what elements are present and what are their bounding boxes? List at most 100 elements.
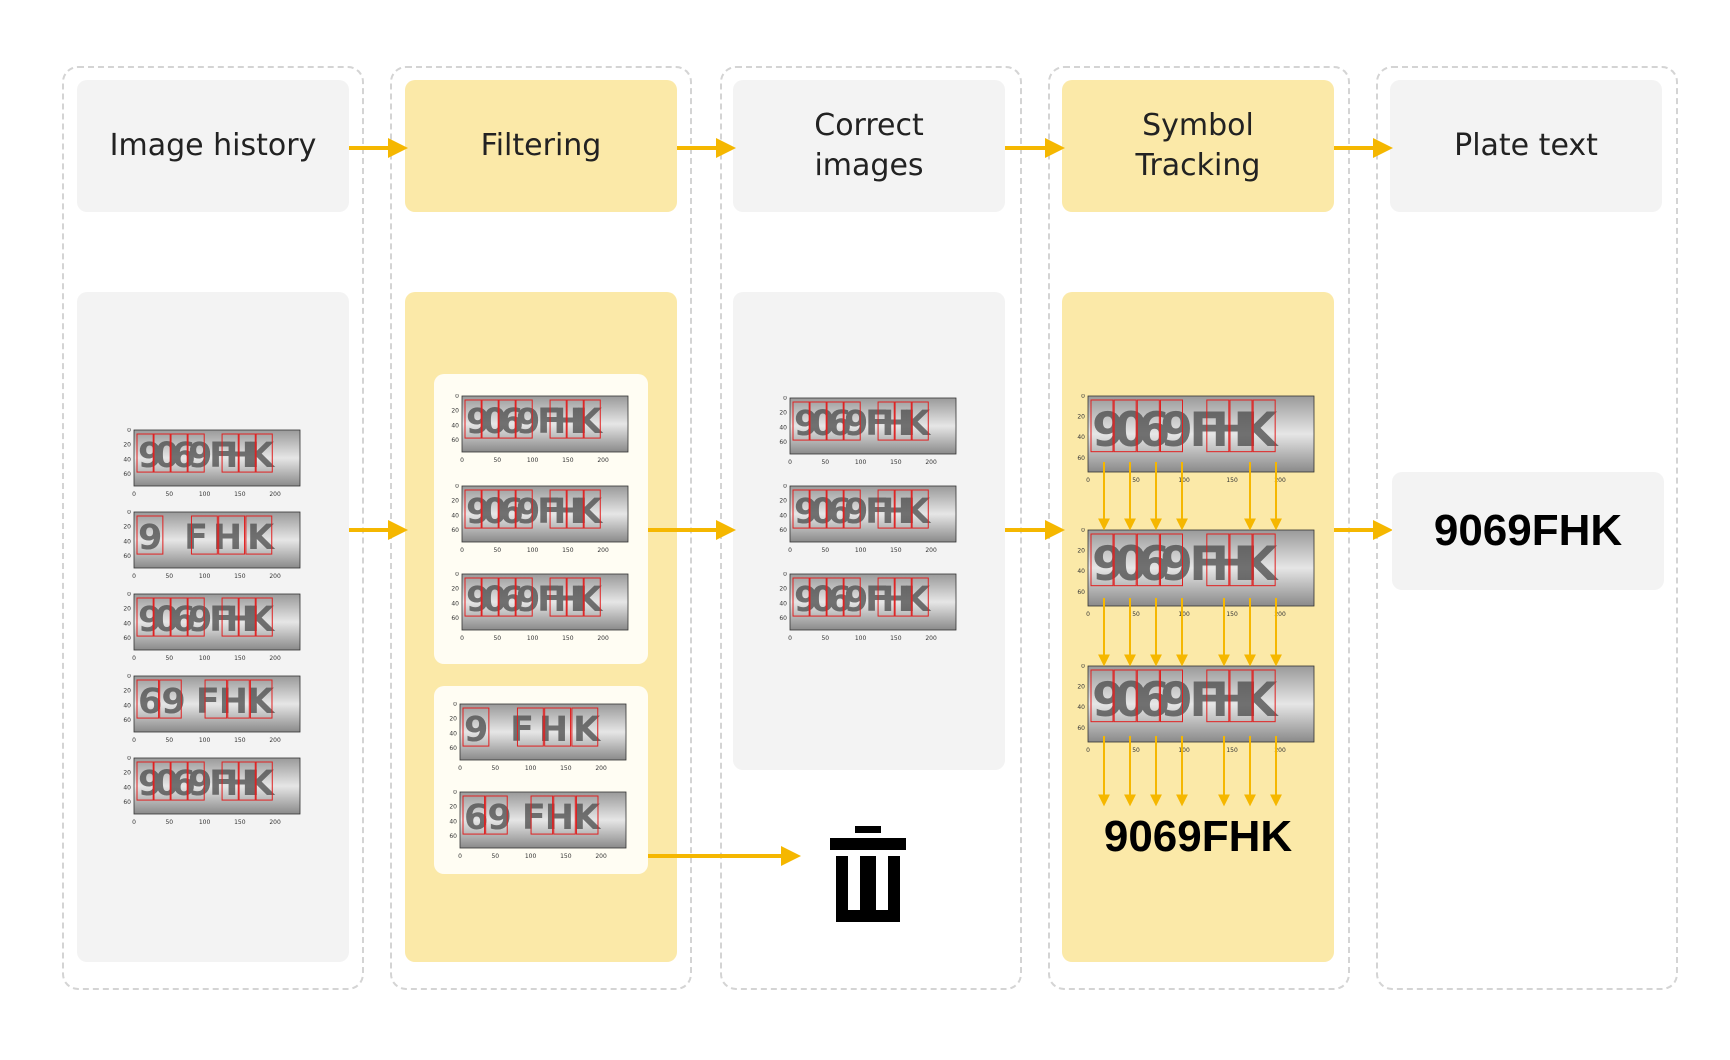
x-tick-label: 50 <box>491 853 499 860</box>
x-tick-label: 100 <box>199 655 211 662</box>
character-box <box>1159 669 1184 723</box>
y-tick-label: 20 <box>779 410 787 417</box>
character-box <box>566 577 584 617</box>
character-box <box>911 489 929 529</box>
character-box <box>1136 399 1160 453</box>
character-box <box>553 795 576 835</box>
stage-header-symbol-tracking: Symbol Tracking <box>1062 80 1334 212</box>
character-box <box>249 679 273 719</box>
x-tick-label: 200 <box>269 573 281 580</box>
x-tick-label: 150 <box>562 547 574 554</box>
x-tick-label: 200 <box>1274 747 1286 754</box>
x-tick-label: 200 <box>597 457 609 464</box>
character-box <box>221 597 239 637</box>
character-box <box>221 761 239 801</box>
x-tick-label: 0 <box>460 635 464 642</box>
y-tick-label: 0 <box>783 396 787 402</box>
y-tick-label: 0 <box>127 510 131 516</box>
y-tick-label: 60 <box>1077 725 1085 732</box>
stage-header-filtering: Filtering <box>405 80 677 212</box>
y-tick-label: 40 <box>449 730 457 737</box>
x-tick-label: 100 <box>527 457 539 464</box>
character-box <box>1090 399 1114 453</box>
y-tick-label: 20 <box>779 498 787 505</box>
character-box <box>549 577 567 617</box>
y-tick-label: 40 <box>1077 568 1085 575</box>
plate-image <box>1087 529 1315 607</box>
y-tick-label: 0 <box>127 428 131 434</box>
plate-characters: 9069 FHK <box>138 764 276 804</box>
x-tick-label: 0 <box>132 737 136 744</box>
y-tick-label: 20 <box>123 524 131 531</box>
x-tick-label: 0 <box>1086 611 1090 618</box>
x-tick-label: 150 <box>234 655 246 662</box>
x-tick-label: 150 <box>890 459 902 466</box>
y-tick-label: 0 <box>455 484 459 490</box>
character-box <box>515 399 533 439</box>
x-tick-label: 200 <box>925 547 937 554</box>
character-box <box>481 399 499 439</box>
y-tick-label: 20 <box>451 408 459 415</box>
character-box <box>187 761 205 801</box>
y-tick-label: 20 <box>1077 548 1085 555</box>
y-tick-label: 40 <box>779 512 787 519</box>
x-tick-label: 50 <box>821 459 829 466</box>
character-box <box>1229 533 1253 587</box>
character-box <box>221 433 239 473</box>
x-tick-label: 150 <box>562 635 574 642</box>
plate-characters: 9069 FHK <box>794 492 932 532</box>
plate-characters: 9069 FHK <box>138 600 276 640</box>
x-tick-label: 100 <box>199 737 211 744</box>
character-box <box>153 433 171 473</box>
x-tick-label: 150 <box>1226 611 1238 618</box>
character-box <box>792 401 810 441</box>
y-tick-label: 20 <box>123 770 131 777</box>
x-tick-label: 100 <box>855 635 867 642</box>
character-box <box>1229 669 1253 723</box>
x-tick-label: 0 <box>460 547 464 554</box>
character-box <box>575 795 599 835</box>
x-tick-label: 200 <box>597 547 609 554</box>
x-tick-label: 50 <box>821 547 829 554</box>
x-tick-label: 150 <box>562 457 574 464</box>
character-box <box>255 761 273 801</box>
y-tick-label: 40 <box>1077 704 1085 711</box>
x-tick-label: 100 <box>1178 611 1190 618</box>
x-tick-label: 200 <box>269 491 281 498</box>
x-tick-label: 200 <box>1274 477 1286 484</box>
character-box <box>481 489 499 529</box>
character-box <box>481 577 499 617</box>
y-tick-label: 20 <box>451 498 459 505</box>
x-tick-label: 100 <box>1178 747 1190 754</box>
character-box <box>485 795 508 835</box>
character-box <box>1159 533 1184 587</box>
character-box <box>549 489 567 529</box>
character-box <box>1206 399 1230 453</box>
x-tick-label: 100 <box>527 635 539 642</box>
y-tick-label: 0 <box>127 756 131 762</box>
plate-characters: 9 FHK <box>464 710 602 750</box>
character-box <box>826 489 844 529</box>
x-tick-label: 150 <box>890 635 902 642</box>
character-box <box>515 577 533 617</box>
x-tick-label: 50 <box>165 491 173 498</box>
character-box <box>153 597 171 637</box>
y-tick-label: 60 <box>449 745 457 752</box>
plate-characters: 9 FHK <box>138 518 276 558</box>
character-box <box>498 577 516 617</box>
y-tick-label: 0 <box>455 394 459 400</box>
character-box <box>894 577 912 617</box>
character-box <box>464 489 482 529</box>
y-tick-label: 60 <box>123 717 131 724</box>
character-box <box>464 399 482 439</box>
y-tick-label: 0 <box>1081 664 1085 670</box>
x-tick-label: 100 <box>855 547 867 554</box>
plate-text-result: 9069FHK <box>1433 506 1623 555</box>
stage-label: Plate text <box>1454 128 1598 163</box>
y-tick-label: 60 <box>451 437 459 444</box>
plate-characters: 9069 FHK <box>1092 673 1279 728</box>
